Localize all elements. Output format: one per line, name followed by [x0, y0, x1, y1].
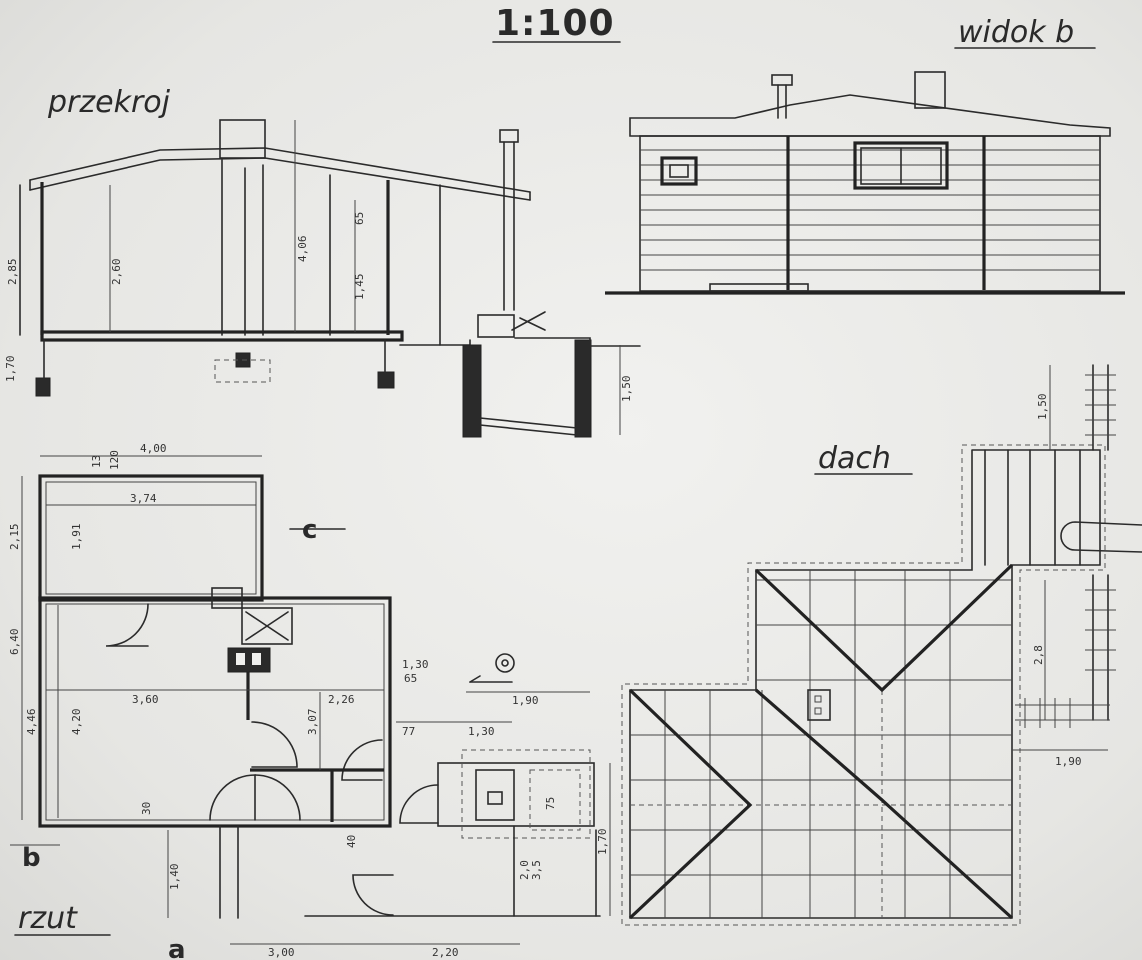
dim-plan-porch-inner: 1,30	[468, 725, 495, 738]
dim-plan-left-upper: 2,15	[8, 524, 21, 551]
dim-plan-left-total: 6,40	[8, 629, 21, 656]
elevation-title: widok b	[958, 15, 1074, 50]
section-view	[19, 119, 641, 438]
dim-plan-bottom-small-2: 40	[345, 835, 358, 848]
dim-plan-bottom-small-1: 30	[140, 802, 153, 815]
dim-plan-width-outer: 4,00	[140, 442, 167, 455]
dim-plan-top-small-1: 13	[90, 455, 103, 468]
section-marker-c: c	[302, 515, 317, 545]
elevation-view	[605, 71, 1125, 295]
dim-plan-porch-offset: 77	[402, 725, 415, 738]
dim-section-basement: 1,50	[620, 376, 633, 403]
roof-fence	[1015, 364, 1116, 728]
dim-plan-side-small-2: 65	[404, 672, 417, 685]
dim-plan-left-inner-upper: 1,91	[70, 524, 83, 551]
dim-plan-porch-top: 1,90	[512, 694, 539, 707]
dim-plan-room-right-height: 3,07	[306, 709, 319, 736]
section-marker-b: b	[22, 843, 41, 873]
dim-plan-width-inner: 3,74	[130, 492, 157, 505]
plan-title: rzut	[18, 901, 78, 936]
roof-view	[621, 364, 1142, 926]
dim-section-plinth: 1,70	[4, 356, 17, 383]
roof-rafters	[630, 570, 1012, 918]
section-marker-a: a	[168, 935, 186, 960]
dim-plan-left-inner-lower: 4,20	[70, 709, 83, 736]
dim-plan-porch-small: 75	[544, 797, 557, 810]
dim-plan-room-right: 2,26	[328, 693, 355, 706]
roof-title: dach	[818, 441, 891, 476]
dim-section-ridge: 4,06	[296, 236, 309, 263]
dim-plan-bottom-width-2: 2,20	[432, 946, 459, 959]
dim-plan-left-lower: 4,46	[25, 709, 38, 736]
scale-title: 1:100	[495, 3, 615, 44]
dim-roof-width: 1,90	[1055, 755, 1082, 768]
plan-view	[10, 455, 611, 945]
dim-section-small: 65	[353, 212, 366, 225]
dim-roof-extension: 1,50	[1036, 394, 1049, 421]
elevation-siding	[640, 149, 1100, 271]
dim-plan-room-width: 3,60	[132, 693, 159, 706]
dim-plan-top-small-2: 120	[108, 450, 121, 470]
dim-plan-side-small-1: 1,30	[402, 658, 429, 671]
dim-section-height-inner: 2,60	[110, 259, 123, 286]
section-title: przekroj	[47, 85, 171, 120]
dim-plan-bottom-small-3: 2,0	[518, 860, 531, 880]
dim-section-window: 1,45	[353, 274, 366, 301]
dim-plan-bottom-left: 1,40	[168, 864, 181, 891]
dim-plan-bottom-width-1: 3,00	[268, 946, 295, 959]
dim-plan-bottom-small-4: 3,5	[530, 860, 543, 880]
dim-section-height-total: 2,85	[6, 259, 19, 286]
dim-roof-height: 2,8	[1032, 645, 1045, 665]
dim-plan-porch-height: 1,70	[596, 829, 609, 856]
